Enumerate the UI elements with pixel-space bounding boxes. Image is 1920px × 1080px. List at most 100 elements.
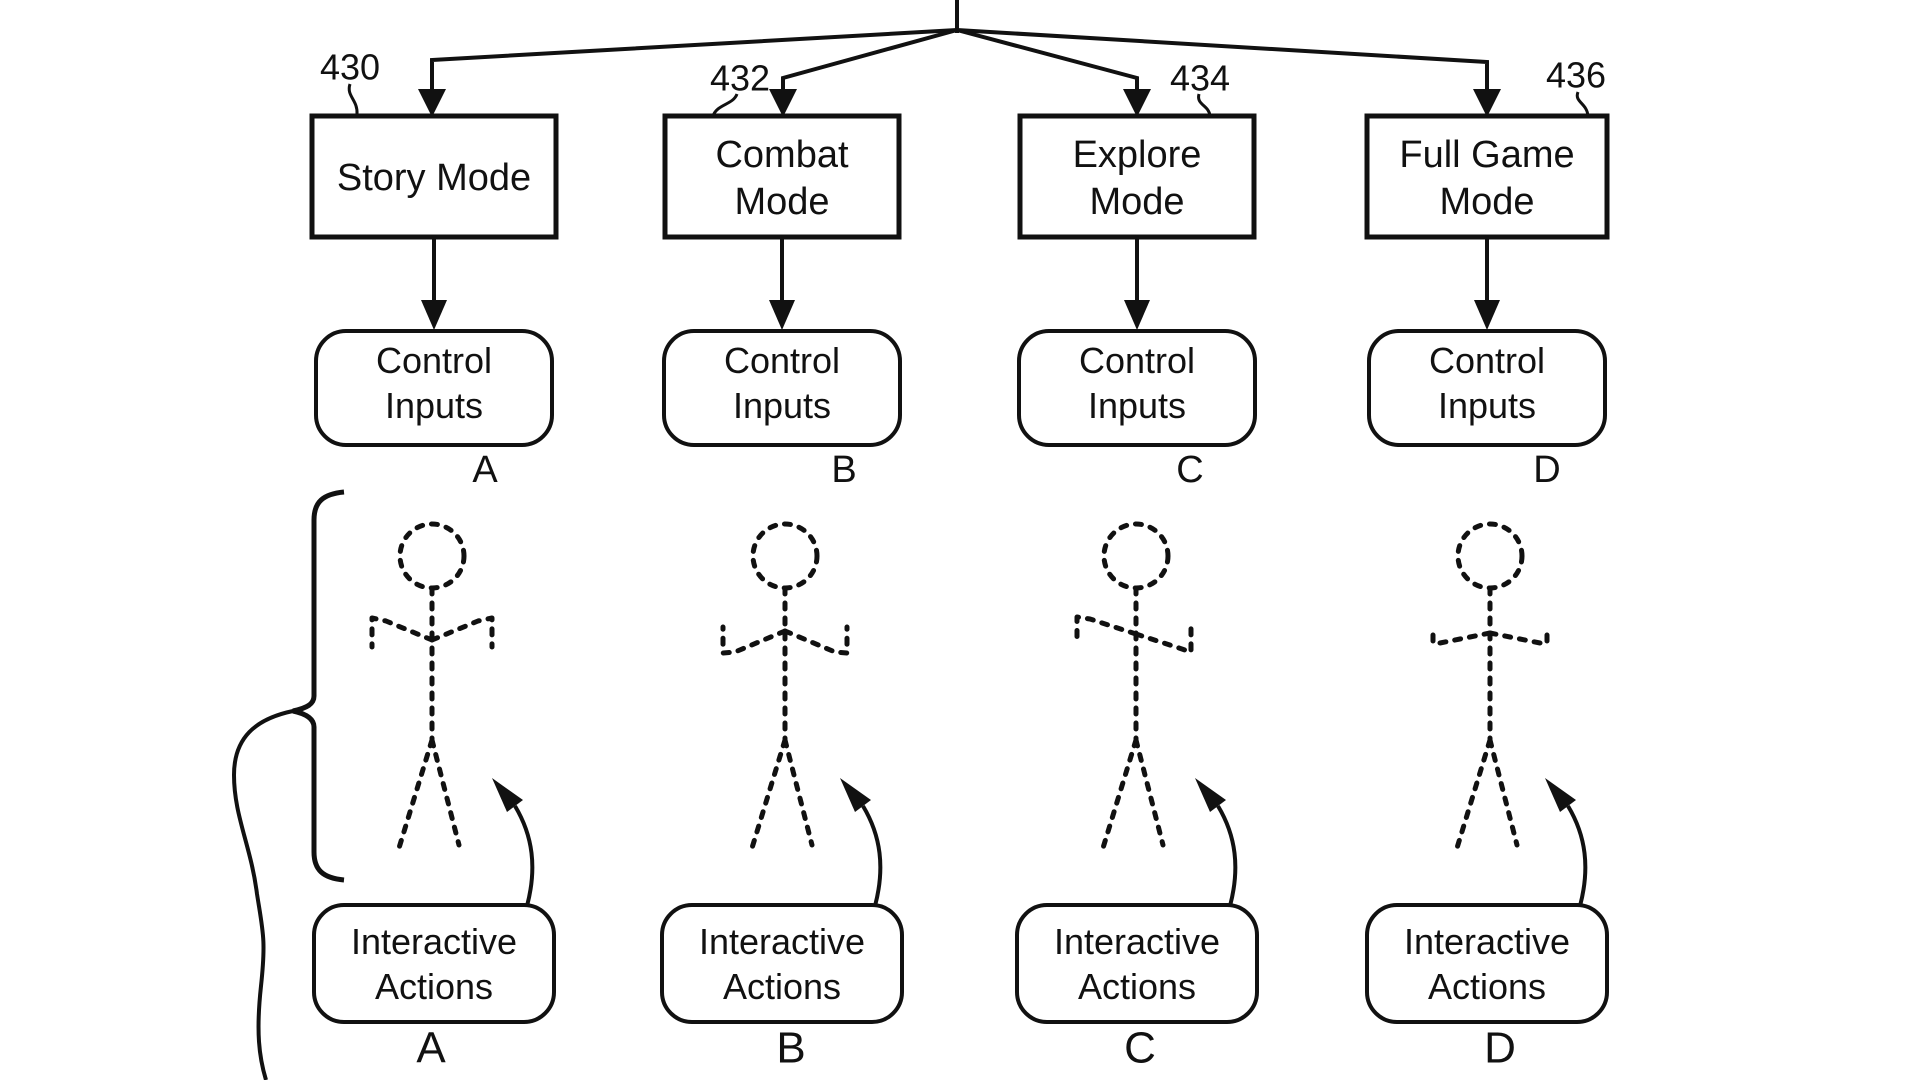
figure-leg-left [749, 737, 788, 851]
interactive-arrow [492, 778, 535, 907]
ref-number-label: 432 [710, 58, 770, 99]
figure-leg-right [1133, 737, 1166, 848]
interactive-actions-label-line: Interactive [1404, 921, 1570, 962]
up-left-arrowhead-icon [492, 778, 523, 812]
figure-leg-right [1487, 737, 1520, 848]
down-arrowhead-icon [1124, 300, 1150, 330]
up-left-arrowhead-icon [1195, 778, 1226, 812]
mode-box-label-line: Explore [1073, 134, 1202, 176]
down-arrowhead-icon [769, 300, 795, 330]
control-arrow [1474, 237, 1500, 330]
interactive-actions-label-line: Interactive [699, 921, 865, 962]
control-letter: A [472, 449, 498, 491]
figure-head [1101, 521, 1171, 591]
down-arrowhead-icon [1473, 89, 1501, 117]
stick-figure [1074, 521, 1194, 851]
mode-box-label-line: Mode [734, 181, 829, 223]
figure-arm-left [1430, 626, 1493, 646]
control-inputs-box [314, 329, 554, 447]
control-inputs-label-line: Control [1079, 340, 1195, 381]
mode-branch-arrow [956, 28, 1151, 117]
mode-box-label-line: Story Mode [337, 157, 531, 199]
figure-arm-left [369, 615, 435, 650]
control-inputs-label-line: Inputs [1088, 385, 1186, 426]
mode-branch-arrow [769, 28, 958, 117]
interactive-actions-box [1015, 903, 1259, 1024]
control-inputs-box [1017, 329, 1257, 447]
figure-arm-right [1487, 626, 1550, 646]
figure-arm-left [1074, 614, 1139, 647]
figure-arm-right [429, 615, 495, 650]
control-inputs-box [1367, 329, 1607, 447]
figure-head [397, 521, 467, 591]
interactive-arrow [1195, 778, 1238, 907]
control-inputs-label-line: Inputs [1438, 385, 1536, 426]
mode-box-label: Story Mode [337, 157, 531, 199]
figure-head [1455, 521, 1525, 591]
mode-branch-arrow [956, 28, 1501, 117]
stick-figure [720, 521, 850, 851]
control-inputs-label-line: Control [1429, 340, 1545, 381]
ref-leader-line [1575, 91, 1590, 117]
figure-leg-right [782, 737, 815, 848]
figure-arm-right [1133, 625, 1194, 655]
ref-leader-line [711, 93, 739, 117]
interactive-actions-label-line: Interactive [351, 921, 517, 962]
down-arrowhead-icon [421, 300, 447, 330]
down-arrowhead-icon [1474, 300, 1500, 330]
figure-head [750, 521, 820, 591]
ref-number-label: 434 [1170, 58, 1230, 99]
control-inputs-label-line: Inputs [733, 385, 831, 426]
stick-figure [369, 521, 495, 851]
arrow-line [956, 28, 1139, 92]
curly-brace [292, 489, 345, 883]
mode-box [1364, 113, 1610, 240]
control-letter: D [1533, 449, 1560, 491]
ref-leader-line [347, 83, 359, 115]
interactive-letter: D [1484, 1024, 1516, 1073]
interactive-letter: A [416, 1024, 446, 1073]
figure-leg-right [429, 737, 462, 848]
down-arrowhead-icon [1123, 89, 1151, 117]
arrow-line [861, 804, 883, 907]
interactive-actions-label-line: Actions [723, 966, 841, 1007]
control-inputs-label-line: Control [724, 340, 840, 381]
down-arrowhead-icon [418, 89, 446, 117]
interactive-arrow [1545, 778, 1588, 907]
brace-tail-curve [231, 709, 294, 1080]
mode-branch-arrow [418, 28, 958, 117]
up-left-arrowhead-icon [1545, 778, 1576, 812]
interactive-letter: C [1124, 1024, 1156, 1073]
control-arrow [769, 237, 795, 330]
control-inputs-label-line: Control [376, 340, 492, 381]
interactive-actions-box [312, 903, 556, 1024]
mode-box-label-line: Mode [1089, 181, 1184, 223]
mode-box-label-line: Combat [715, 134, 848, 176]
control-arrow [1124, 237, 1150, 330]
interactive-actions-box [660, 903, 904, 1024]
up-left-arrowhead-icon [840, 778, 871, 812]
ref-number-label: 430 [320, 47, 380, 88]
arrow-line [430, 28, 958, 92]
down-arrowhead-icon [769, 89, 797, 117]
arrow-line [781, 28, 958, 92]
interactive-actions-label-line: Actions [1078, 966, 1196, 1007]
interactive-actions-box [1365, 903, 1609, 1024]
figure-leg-left [1454, 737, 1493, 851]
figure-leg-left [1100, 737, 1139, 851]
